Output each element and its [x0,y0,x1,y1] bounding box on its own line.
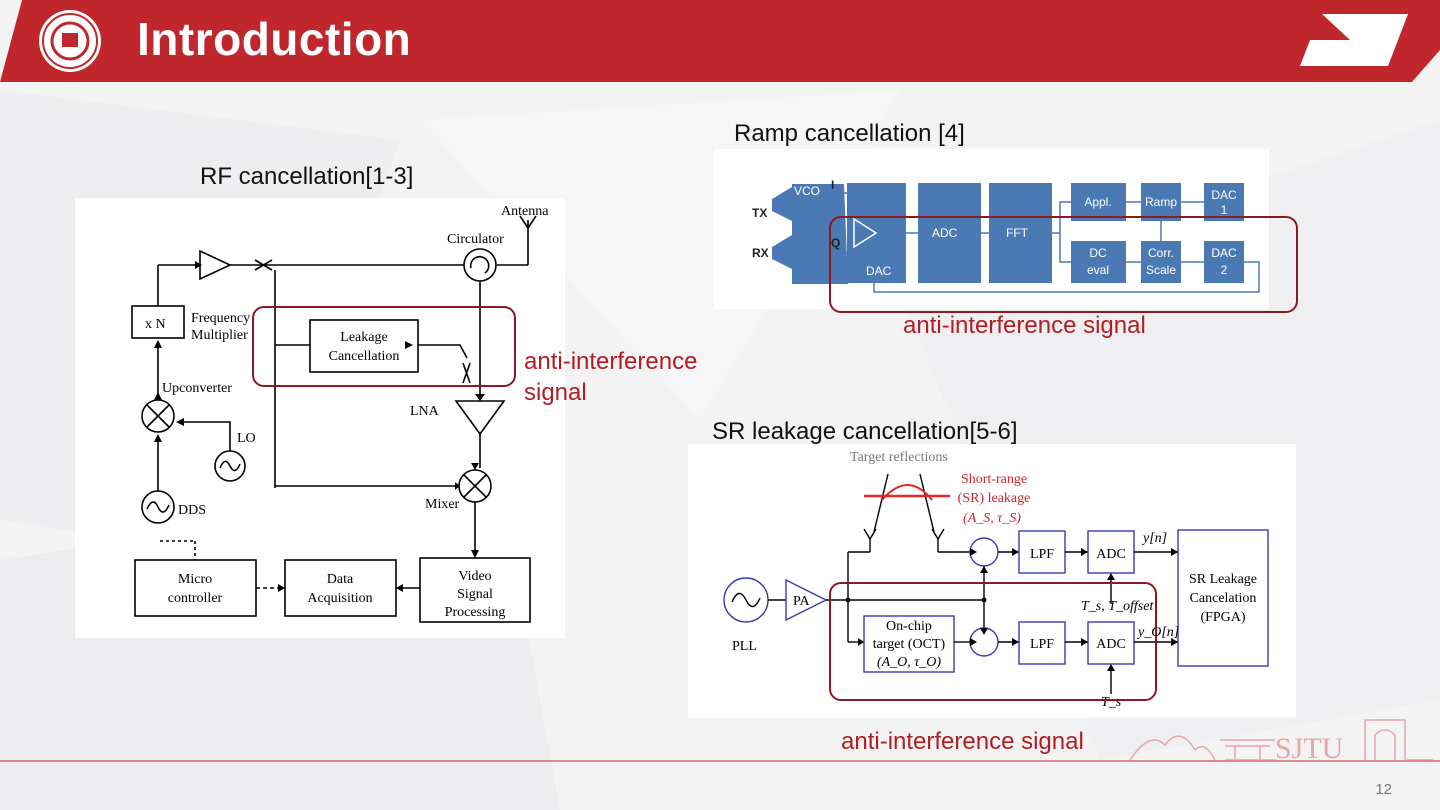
sr-target-reflections-label: Target reflections [850,450,948,465]
sr-oct-line2: target (OCT) [873,637,946,652]
rf-dds-label: DDS [178,503,206,518]
rf-highlight-box [252,306,516,387]
ramp-scale-label: Scale [1146,263,1176,277]
rf-leakage-label: Leakage [340,330,387,345]
ramp-annotation: anti-interference signal [903,312,1146,339]
rf-micro-label: Micro [178,572,212,587]
ramp-eval-label: eval [1087,263,1109,277]
ramp-dc-label: DC [1089,246,1107,260]
rf-annotation: anti-interference [524,348,698,375]
sjtu-footer-logo: SJTU [1129,719,1433,765]
ramp-dac1-num: 1 [1221,203,1228,217]
sr-pa-label: PA [793,594,811,609]
ramp-cancellation-diagram: VCO DAC ADC FFT Appl. Ramp DAC 1 DC eval… [714,149,1269,309]
rf-processing-label: Processing [445,605,506,620]
sr-section-title: SR leakage cancellation[5-6] [712,418,1018,445]
sr-highlight-box [829,582,1157,701]
rf-cancellation-diagram: Antenna Circulator x N Frequency Multipl… [75,198,565,638]
ramp-appl-label: Appl. [1084,195,1111,209]
rf-annotation-line2: signal [524,379,587,406]
ramp-ramp-label: Ramp [1145,195,1177,209]
ramp-dac1-label: DAC [1211,188,1237,202]
rf-xn-label: x N [145,317,166,332]
rf-lna-label: LNA [410,404,440,419]
ramp-rx-label: RX [752,246,769,260]
rf-signal-label: Signal [457,587,493,602]
sr-lpf-top-label: LPF [1030,547,1054,562]
ramp-dac2-label: DAC [1211,246,1237,260]
rf-lo-label: LO [237,431,256,446]
ramp-dac-small-label: DAC [866,264,892,278]
rf-frequency-label: Frequency [191,311,250,326]
ramp-adc-label: ADC [932,226,958,240]
sr-fpga-line3: (FPGA) [1200,610,1245,625]
ramp-fft-label: FFT [1006,226,1029,240]
sr-adc-top-label: ADC [1096,547,1126,562]
ramp-vco-label: VCO [794,184,820,198]
ramp-i-label: I [831,178,834,192]
ramp-tx-label: TX [752,206,767,220]
sr-as-ts-label: (A_S, τ_S) [963,511,1021,526]
sr-pll-label: PLL [732,639,757,654]
sr-yn-label: y[n] [1141,531,1167,546]
sr-lpf-bottom-label: LPF [1030,637,1054,652]
sr-oct-line3: (A_O, τ_O) [877,655,941,670]
page-title: Introduction [137,13,412,65]
sr-adc-bottom-label: ADC [1096,637,1126,652]
rf-circulator-label: Circulator [447,232,504,247]
header-bar [0,0,1440,82]
sr-ts-toffset-label: T_s, T_offset [1081,599,1154,614]
sr-oct-line1: On-chip [886,619,932,634]
sr-leakage-diagram: Target reflections Short-range (SR) leak… [688,444,1296,718]
sr-ts-label: T_s [1101,695,1122,710]
rf-section-title: RF cancellation[1-3] [200,163,414,190]
rf-acquisition-label: Acquisition [307,591,372,606]
page-number: 12 [1375,781,1392,798]
rf-mixer-label: Mixer [425,497,460,512]
rf-cancellation-label: Cancellation [329,349,400,364]
rf-controller-label: controller [168,591,223,606]
sr-yon-label: y_O[n] [1136,625,1179,640]
ramp-q-label: Q [831,236,840,250]
rf-antenna-label: Antenna [501,204,549,219]
rf-video-label: Video [458,569,491,584]
ramp-highlight-box [829,216,1298,313]
sjtu-seal-icon [39,10,101,72]
sr-fpga-line1: SR Leakage [1189,572,1257,587]
rf-data-label: Data [327,572,354,587]
sr-annotation: anti-interference signal [841,728,1084,755]
sr-short-range-label: Short-range [961,472,1027,487]
rf-upconverter-label: Upconverter [162,381,232,396]
rf-multiplier-label: Multiplier [191,328,248,343]
ramp-corr-label: Corr. [1148,246,1174,260]
ramp-section-title: Ramp cancellation [4] [734,120,965,147]
sr-fpga-line2: Cancelation [1190,591,1257,606]
sr-leakage-label: (SR) leakage [958,491,1031,506]
sjtu-logo-text: SJTU [1275,732,1344,765]
ramp-dac2-num: 2 [1221,263,1228,277]
